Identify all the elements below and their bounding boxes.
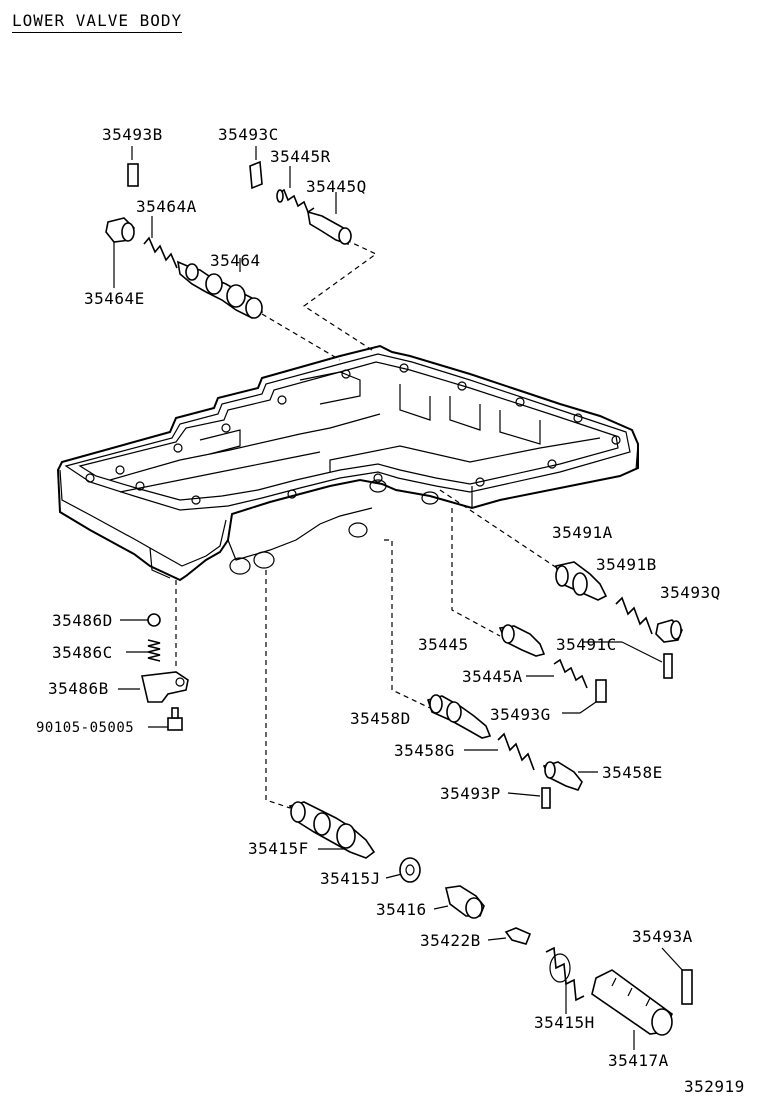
pin-35493p	[541, 787, 551, 809]
spring-35458g	[497, 732, 535, 771]
label-35464a: 35464A	[136, 197, 197, 216]
label-35415h: 35415H	[534, 1013, 595, 1032]
label-35493g: 35493G	[490, 705, 551, 724]
valve-35445q	[307, 210, 352, 246]
label-35458e: 35458E	[602, 763, 663, 782]
label-35493c: 35493C	[218, 125, 279, 144]
label-35415j: 35415J	[320, 869, 381, 888]
lower-valve-body-housing	[56, 344, 639, 582]
label-35491a: 35491A	[552, 523, 613, 542]
bolt-90105-05005	[167, 707, 183, 731]
label-35415f: 35415F	[248, 839, 309, 858]
label-35486c: 35486C	[52, 643, 113, 662]
spring-35445r	[276, 188, 315, 214]
plug-35416	[445, 885, 485, 919]
label-35445a: 35445A	[462, 667, 523, 686]
pin-35493g	[595, 679, 607, 703]
leader-lines	[113, 146, 685, 1050]
label-35458d: 35458D	[350, 709, 411, 728]
spring-35464a	[143, 236, 178, 269]
sleeve-35417a	[591, 969, 673, 1036]
label-35422b: 35422B	[420, 931, 481, 950]
valve-35464	[176, 260, 264, 319]
label-35493b: 35493B	[102, 125, 163, 144]
label-35445: 35445	[418, 635, 469, 654]
plug-35464e	[105, 217, 135, 243]
assembly-lines	[175, 239, 561, 809]
label-35464e: 35464E	[84, 289, 145, 308]
pin-35491c	[663, 653, 673, 679]
label-35491b: 35491B	[596, 555, 657, 574]
washer-35415j	[399, 857, 421, 883]
pin-35493c	[249, 160, 263, 190]
valve-35458d	[426, 694, 492, 739]
label-35445r: 35445R	[270, 147, 331, 166]
retainer-35486b	[141, 671, 189, 703]
label-35417a: 35417A	[608, 1051, 669, 1070]
pin-35493a	[681, 969, 693, 1005]
label-35416: 35416	[376, 900, 427, 919]
label-90105-05005: 90105-05005	[36, 720, 135, 736]
valve-35445	[498, 624, 546, 657]
plug-35493q	[655, 619, 683, 643]
spring-35486c	[147, 639, 161, 662]
label-35493q: 35493Q	[660, 583, 721, 602]
valve-35491a	[554, 561, 608, 601]
ball-35486d	[147, 613, 161, 627]
label-35486d: 35486D	[52, 611, 113, 630]
valve-35458e	[542, 761, 583, 791]
valve-35415f	[288, 801, 376, 859]
spring-35491b	[615, 596, 653, 635]
label-35464: 35464	[210, 251, 261, 270]
spring-35445a	[553, 658, 588, 689]
pin-35422b	[504, 927, 532, 945]
pin-35493b	[127, 163, 139, 187]
label-35445q: 35445Q	[306, 177, 367, 196]
label-35493a: 35493A	[632, 927, 693, 946]
figure-number: 352919	[684, 1077, 745, 1096]
label-35491c: 35491C	[556, 635, 617, 654]
spring-35415h	[545, 946, 585, 1002]
label-35486b: 35486B	[48, 679, 109, 698]
label-35458g: 35458G	[394, 741, 455, 760]
label-35493p: 35493P	[440, 784, 501, 803]
diagram-title: LOWER VALVE BODY	[12, 12, 183, 33]
